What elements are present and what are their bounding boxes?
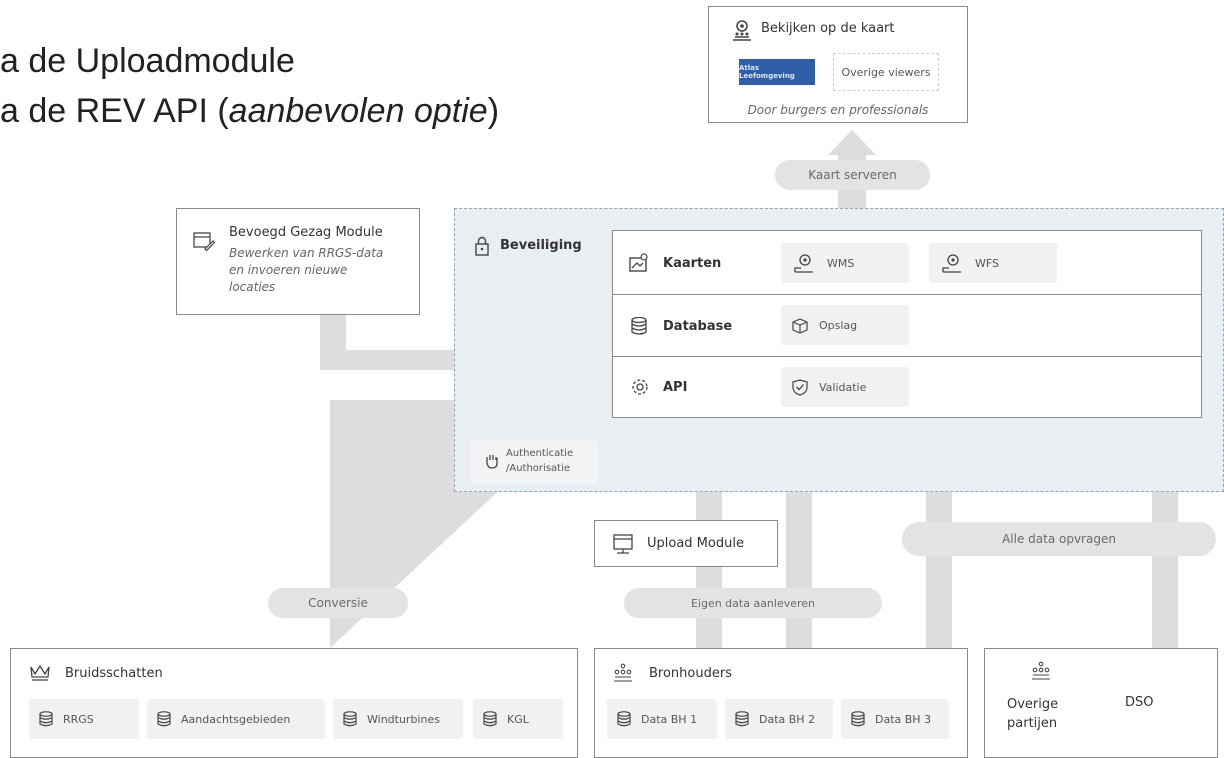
conversie-pill: Conversie bbox=[268, 588, 408, 618]
database-icon bbox=[631, 317, 647, 335]
chip-data-bh-1[interactable]: Data BH 1 bbox=[607, 699, 717, 739]
chip-data-bh-2[interactable]: Data BH 2 bbox=[725, 699, 833, 739]
chip-opslag[interactable]: Opslag bbox=[781, 305, 909, 345]
auth-label-line1: Authenticatie bbox=[506, 448, 574, 459]
row-divider-2 bbox=[613, 356, 1201, 357]
chip-wfs[interactable]: WFS bbox=[929, 243, 1057, 283]
conversie-label: Conversie bbox=[308, 596, 368, 610]
viewer-subtitle: Door burgers en professionals bbox=[747, 103, 929, 117]
database-icon bbox=[617, 711, 631, 727]
eigen-data-label: Eigen data aanleveren bbox=[690, 596, 816, 610]
people-map-icon bbox=[731, 19, 753, 41]
row-api-label: API bbox=[663, 380, 688, 395]
chip-wms-label: WMS bbox=[827, 256, 855, 270]
title-line-1: a de Uploadmodule bbox=[0, 42, 295, 80]
database-icon bbox=[483, 711, 497, 727]
overige-viewers-label: Overige viewers bbox=[841, 65, 931, 79]
bg-module-title: Bevoegd Gezag Module bbox=[229, 225, 383, 240]
title-line-2: a de REV API (aanbevolen optie) bbox=[0, 92, 500, 130]
lock-icon bbox=[474, 236, 490, 256]
people-grid-icon bbox=[613, 663, 633, 683]
auth-panel: Authenticatie /Authorisatie bbox=[470, 440, 598, 484]
bronhouders-title: Bronhouders bbox=[649, 666, 732, 681]
kaart-serveren-label: Kaart serveren bbox=[808, 168, 897, 182]
viewer-box: Bekijken op de kaart Atlas Leefomgeving … bbox=[708, 6, 968, 123]
database-icon bbox=[851, 711, 865, 727]
database-icon bbox=[157, 711, 171, 727]
alle-data-label: Alle data opvragen bbox=[1002, 532, 1116, 546]
gear-icon bbox=[630, 377, 650, 397]
overige-viewers-button[interactable]: Overige viewers bbox=[833, 53, 939, 91]
bg-module-desc-1: Bewerken van RRGS-data bbox=[229, 246, 384, 260]
chip-windturbines[interactable]: Windturbines bbox=[333, 699, 463, 739]
chip-aandachtsgebieden-label: Aandachtsgebieden bbox=[181, 712, 291, 726]
dso-label: DSO bbox=[1125, 695, 1154, 710]
chip-validatie[interactable]: Validatie bbox=[781, 367, 909, 407]
database-icon bbox=[735, 711, 749, 727]
box-icon bbox=[791, 316, 809, 334]
people-grid-icon bbox=[1031, 661, 1051, 681]
arrow-conversie bbox=[330, 392, 620, 648]
database-icon bbox=[39, 711, 53, 727]
chip-data-bh-3-label: Data BH 3 bbox=[875, 712, 932, 726]
alle-data-pill: Alle data opvragen bbox=[902, 522, 1216, 556]
upload-window-icon bbox=[613, 534, 633, 554]
chip-wms[interactable]: WMS bbox=[781, 243, 909, 283]
overige-box: Overige partijen DSO bbox=[984, 648, 1218, 758]
upload-module-title: Upload Module bbox=[647, 536, 744, 551]
chip-aandachtsgebieden[interactable]: Aandachtsgebieden bbox=[147, 699, 325, 739]
hand-icon bbox=[484, 452, 500, 470]
security-title: Beveiliging bbox=[500, 238, 582, 253]
chip-rrgs-label: RRGS bbox=[63, 712, 94, 726]
overige-label: Overige partijen bbox=[1007, 695, 1058, 733]
chip-data-bh-2-label: Data BH 2 bbox=[759, 712, 816, 726]
chip-validatie-label: Validatie bbox=[819, 380, 867, 394]
chip-kgl-label: KGL bbox=[507, 712, 529, 726]
chip-kgl[interactable]: KGL bbox=[473, 699, 563, 739]
row-database-label: Database bbox=[663, 319, 733, 334]
database-icon bbox=[343, 711, 357, 727]
bg-module-desc: Bewerken van RRGS-data en invoeren nieuw… bbox=[229, 245, 383, 296]
slide-title: a de Uploadmodule a de REV API (aanbevol… bbox=[0, 36, 499, 136]
chip-data-bh-3[interactable]: Data BH 3 bbox=[841, 699, 949, 739]
overige-label-2: partijen bbox=[1007, 716, 1058, 731]
maps-icon bbox=[629, 253, 649, 273]
upload-module-box[interactable]: Upload Module bbox=[594, 520, 778, 567]
chip-windturbines-label: Windturbines bbox=[367, 712, 440, 726]
shield-check-icon bbox=[791, 378, 809, 396]
atlas-leefomgeving-button[interactable]: Atlas Leefomgeving bbox=[739, 59, 815, 85]
bg-module-desc-3: locaties bbox=[229, 280, 276, 294]
crown-icon bbox=[29, 663, 51, 681]
row-divider-1 bbox=[613, 294, 1201, 295]
row-kaarten-label: Kaarten bbox=[663, 256, 722, 271]
viewer-title: Bekijken op de kaart bbox=[761, 21, 895, 36]
map-pin-icon bbox=[939, 253, 965, 273]
bruidsschatten-box: Bruidsschatten RRGS Aandachtsgebieden Wi… bbox=[10, 648, 578, 758]
auth-label-line2: /Authorisatie bbox=[506, 463, 571, 474]
bruidsschatten-title: Bruidsschatten bbox=[65, 666, 163, 681]
atlas-leefomgeving-label: Atlas Leefomgeving bbox=[739, 64, 795, 80]
kaart-serveren-pill: Kaart serveren bbox=[775, 160, 930, 190]
chip-opslag-label: Opslag bbox=[819, 318, 858, 332]
chip-wfs-label: WFS bbox=[975, 256, 999, 270]
bg-module-desc-2: en invoeren nieuwe bbox=[229, 263, 348, 277]
bronhouders-box: Bronhouders Data BH 1 Data BH 2 Data BH … bbox=[594, 648, 968, 758]
map-pin-icon bbox=[791, 253, 817, 273]
eigen-data-pill: Eigen data aanleveren bbox=[624, 588, 882, 618]
overige-label-1: Overige bbox=[1007, 697, 1059, 712]
chip-rrgs[interactable]: RRGS bbox=[29, 699, 139, 739]
platform-box: Kaarten WMS WFS Database Opslag API Vali… bbox=[612, 230, 1202, 418]
bg-module-box: Bevoegd Gezag Module Bewerken van RRGS-d… bbox=[176, 208, 420, 315]
auth-label: Authenticatie /Authorisatie bbox=[506, 446, 573, 476]
chip-data-bh-1-label: Data BH 1 bbox=[641, 712, 698, 726]
edit-window-icon bbox=[193, 231, 215, 251]
